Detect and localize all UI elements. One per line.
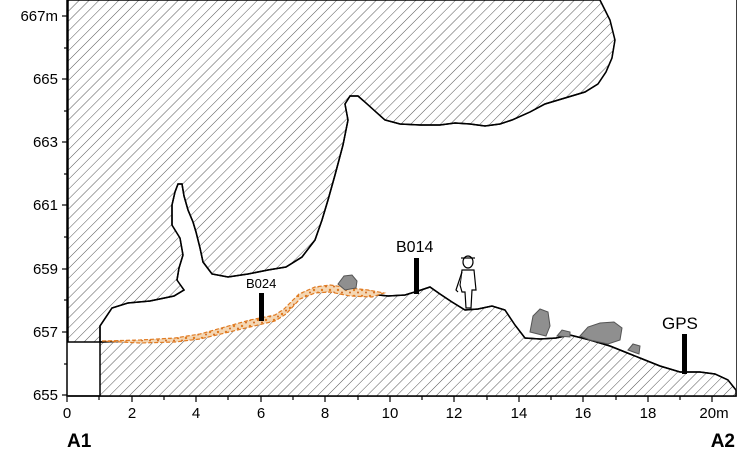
marker-b014-post <box>414 258 419 294</box>
x-tick-label-18: 18 <box>640 405 657 422</box>
marker-b014-label: B014 <box>396 239 433 256</box>
x-tick-label-6: 6 <box>257 405 265 422</box>
x-tick-label-16: 16 <box>575 405 592 422</box>
y-tick-label-659: 659 <box>33 261 58 278</box>
person-scale-icon <box>455 255 477 309</box>
rock-block <box>579 321 623 345</box>
y-tick-label-665: 665 <box>33 71 58 88</box>
x-tick-label-8: 8 <box>321 405 329 422</box>
rock-block <box>627 343 641 355</box>
x-tick-label-2: 2 <box>128 405 136 422</box>
x-tick-label-14: 14 <box>511 405 528 422</box>
x-tick-label-10: 10 <box>382 405 399 422</box>
marker-gps: GPS <box>662 314 698 374</box>
rock-block <box>555 329 571 338</box>
y-tick-label-667: 667m <box>20 8 58 25</box>
x-tick-label-12: 12 <box>446 405 463 422</box>
rock-block <box>529 308 551 337</box>
marker-b024-post <box>259 293 264 321</box>
y-tick-label-663: 663 <box>33 134 58 151</box>
section-end-right: A2 <box>711 431 735 452</box>
y-tick-label-655: 655 <box>33 387 58 404</box>
x-tick-label-20m: 20m <box>699 405 728 422</box>
marker-b014: B014 <box>396 239 433 294</box>
marker-b024: B024 <box>246 276 276 321</box>
section-end-left: A1 <box>67 431 92 452</box>
ceiling-outline <box>99 0 616 342</box>
marker-gps-label: GPS <box>662 314 698 333</box>
x-tick-label-0: 0 <box>63 405 71 422</box>
cave-passage <box>101 0 736 389</box>
y-axis <box>62 15 67 396</box>
marker-gps-post <box>682 334 687 374</box>
x-axis <box>66 396 713 402</box>
sediment-layer <box>101 284 387 344</box>
marker-b024-label: B024 <box>246 276 276 291</box>
rock-block <box>337 274 358 291</box>
y-tick-label-661: 661 <box>33 197 58 214</box>
x-tick-label-4: 4 <box>192 405 200 422</box>
y-tick-label-657: 657 <box>33 324 58 341</box>
